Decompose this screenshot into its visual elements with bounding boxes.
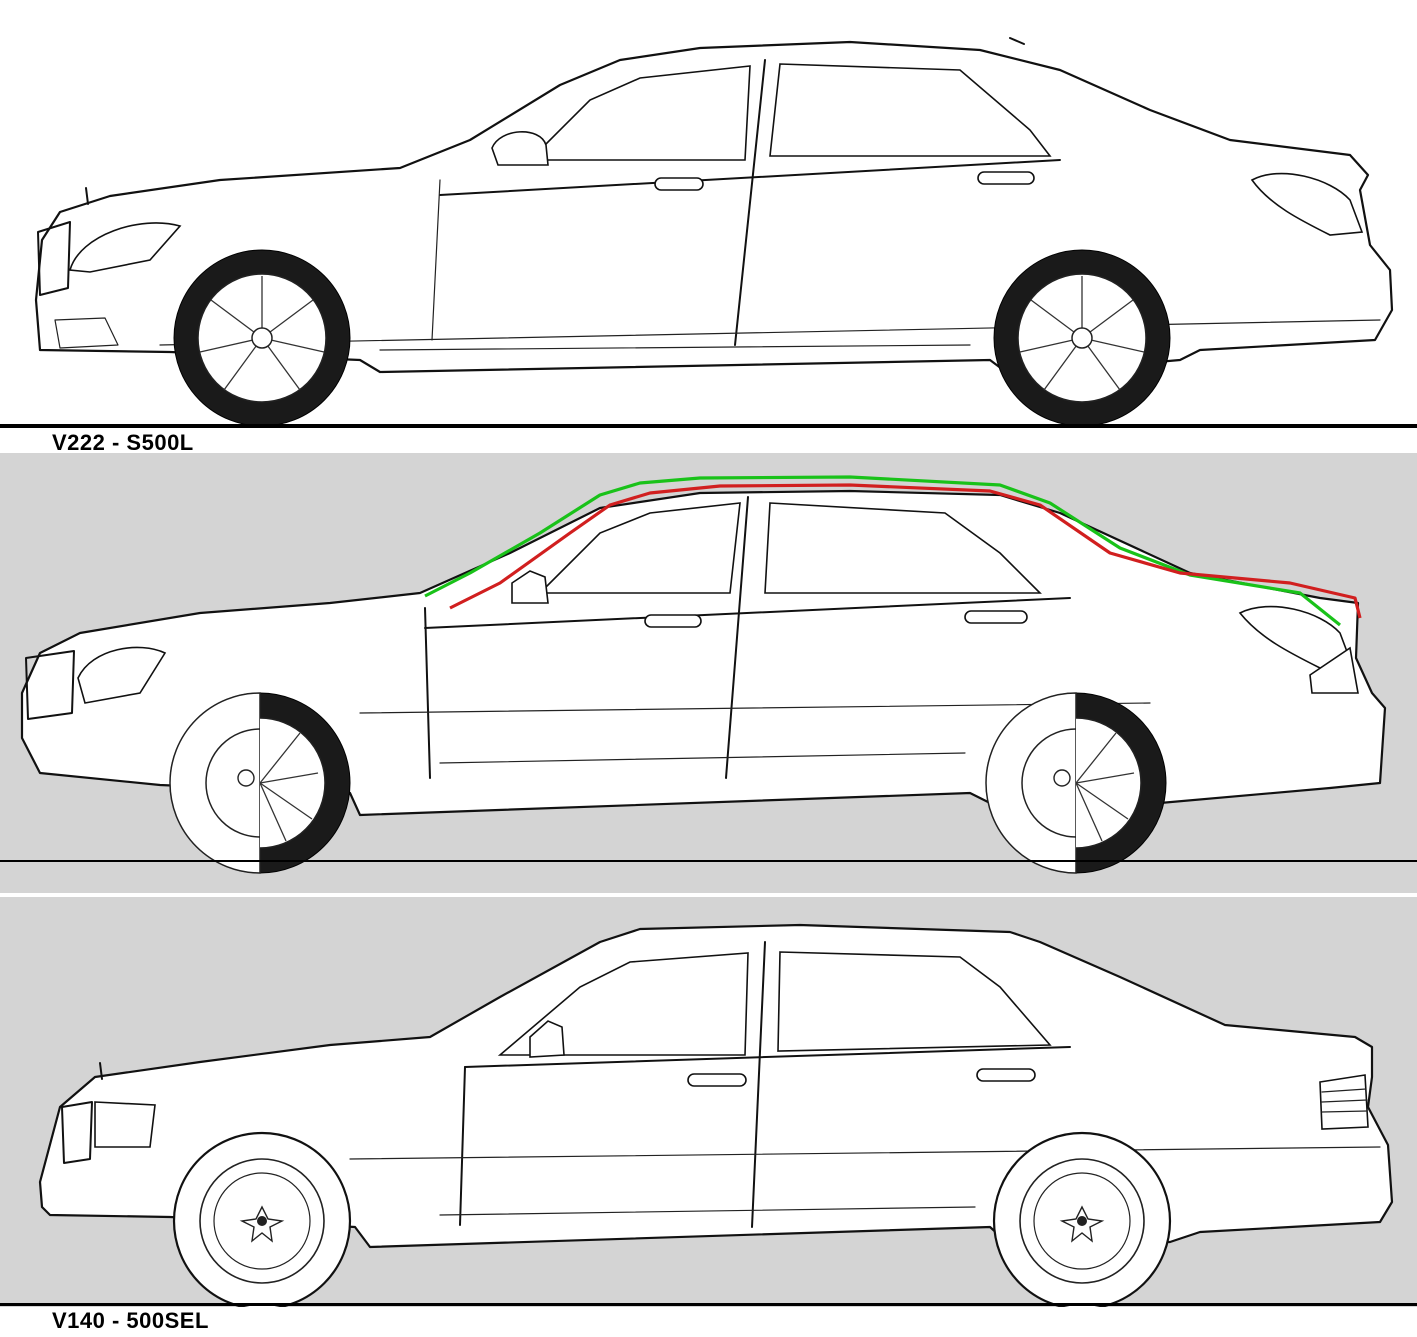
front-wheel-overlay-icon	[169, 692, 351, 874]
bottom-drawing-panel	[0, 897, 1417, 1307]
bottom-ground-line	[0, 1303, 1417, 1306]
v222-side-view-drawing	[34, 37, 1394, 427]
top-caption: V222 - S500L	[52, 430, 194, 455]
rear-wheel-overlay-icon	[985, 692, 1167, 874]
top-ground-line	[0, 424, 1417, 428]
bottom-caption: V140 - 500SEL	[52, 1308, 209, 1333]
rear-wheel-icon	[992, 1131, 1172, 1307]
overlay-drawing	[20, 475, 1387, 874]
top-caption-strip	[0, 428, 1417, 453]
top-drawing-panel	[0, 0, 1417, 428]
v140-side-view-drawing	[38, 923, 1394, 1307]
overlay-comparison-panel	[0, 453, 1417, 893]
middle-ground-line	[0, 860, 1417, 862]
front-wheel-icon	[173, 249, 351, 427]
rear-wheel-icon	[993, 249, 1171, 427]
front-wheel-icon	[172, 1131, 352, 1307]
red-roofline	[449, 483, 1362, 619]
